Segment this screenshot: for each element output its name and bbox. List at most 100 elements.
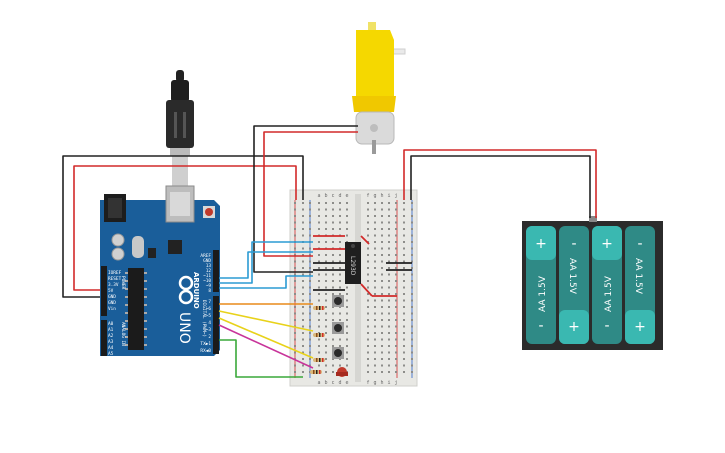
breadboard-hole bbox=[374, 319, 376, 321]
breadboard-hole bbox=[395, 286, 397, 289]
column-letter: a bbox=[317, 193, 320, 199]
digital-pin-label: 2 bbox=[208, 334, 211, 340]
breadboard-hole bbox=[381, 280, 383, 282]
breadboard-hole bbox=[294, 280, 296, 282]
battery-bottom-sign: - bbox=[538, 318, 543, 334]
breadboard-hole bbox=[403, 299, 405, 302]
breadboard-hole bbox=[294, 312, 296, 315]
breadboard-hole bbox=[367, 299, 369, 302]
digital-pin-label: RX◀0 bbox=[200, 348, 211, 354]
breadboard-hole bbox=[309, 358, 311, 360]
analog-pin-label: A5 bbox=[108, 351, 114, 357]
breadboard-hole bbox=[403, 241, 405, 243]
breadboard-hole bbox=[318, 267, 320, 269]
breadboard-hole bbox=[309, 273, 311, 276]
breadboard-hole bbox=[411, 267, 413, 269]
breadboard-hole bbox=[381, 247, 383, 250]
breadboard-hole bbox=[346, 345, 348, 347]
breadboard-hole bbox=[403, 325, 405, 328]
breadboard-hole bbox=[403, 208, 405, 211]
breadboard-hole bbox=[346, 325, 348, 328]
battery-top-sign: - bbox=[637, 236, 642, 252]
breadboard-hole bbox=[374, 241, 376, 243]
wire-yellow bbox=[218, 310, 314, 332]
breadboard-hole bbox=[332, 228, 334, 230]
push-button[interactable] bbox=[332, 322, 344, 334]
battery-top-sign: + bbox=[601, 236, 613, 252]
breadboard-hole bbox=[395, 228, 397, 230]
breadboard-hole bbox=[325, 208, 327, 211]
breadboard-hole bbox=[325, 202, 327, 204]
breadboard-hole bbox=[403, 280, 405, 282]
breadboard-hole bbox=[381, 234, 383, 237]
breadboard-hole bbox=[332, 319, 334, 321]
breadboard-hole bbox=[325, 332, 327, 334]
breadboard-hole bbox=[395, 364, 397, 367]
breadboard-hole bbox=[367, 228, 369, 230]
breadboard-hole bbox=[339, 215, 341, 217]
breadboard-hole bbox=[309, 254, 311, 256]
breadboard-hole bbox=[309, 345, 311, 347]
breadboard-hole bbox=[309, 234, 311, 237]
breadboard-hole bbox=[302, 280, 304, 282]
breadboard-hole bbox=[395, 312, 397, 315]
breadboard-hole bbox=[411, 260, 413, 263]
breadboard-hole bbox=[339, 202, 341, 204]
breadboard-hole bbox=[403, 293, 405, 295]
breadboard-hole bbox=[388, 364, 390, 367]
breadboard-hole bbox=[318, 364, 320, 367]
breadboard-hole bbox=[294, 254, 296, 256]
breadboard-hole bbox=[403, 286, 405, 289]
push-button[interactable] bbox=[332, 295, 344, 307]
breadboard-hole bbox=[381, 345, 383, 347]
breadboard-hole bbox=[411, 273, 413, 276]
breadboard-hole bbox=[294, 345, 296, 347]
breadboard-hole bbox=[388, 260, 390, 263]
breadboard-hole bbox=[411, 319, 413, 321]
breadboard-hole bbox=[302, 247, 304, 250]
breadboard-hole bbox=[381, 325, 383, 328]
breadboard-hole bbox=[411, 371, 413, 373]
column-letter: g bbox=[373, 380, 376, 386]
breadboard-hole bbox=[395, 273, 397, 276]
breadboard-hole bbox=[367, 364, 369, 367]
breadboard-hole bbox=[294, 371, 296, 373]
breadboard-hole bbox=[395, 306, 397, 308]
breadboard-hole bbox=[302, 260, 304, 263]
breadboard-hole bbox=[309, 260, 311, 263]
analog-pin-label: A1 bbox=[108, 327, 114, 333]
breadboard-hole bbox=[367, 234, 369, 237]
breadboard-hole bbox=[346, 332, 348, 334]
breadboard-hole bbox=[381, 364, 383, 367]
breadboard-hole bbox=[374, 299, 376, 302]
breadboard-hole bbox=[318, 299, 320, 302]
battery-bottom-sign: - bbox=[604, 318, 609, 334]
breadboard-hole bbox=[325, 221, 327, 224]
breadboard-hole bbox=[374, 260, 376, 263]
digital-pin-label: AREF bbox=[200, 253, 211, 259]
breadboard-hole bbox=[367, 371, 369, 373]
battery-pack: + AA 1.5V - - AA 1.5V + + AA 1.5V - - AA… bbox=[522, 216, 663, 350]
breadboard-hole bbox=[367, 306, 369, 308]
wire-red bbox=[73, 165, 297, 291]
breadboard-hole bbox=[403, 215, 405, 217]
breadboard-hole bbox=[309, 208, 311, 211]
breadboard-hole bbox=[294, 364, 296, 367]
breadboard-hole bbox=[339, 312, 341, 315]
push-button[interactable] bbox=[332, 347, 344, 359]
breadboard-hole bbox=[302, 286, 304, 289]
digital-pin-label: ~5 bbox=[206, 313, 212, 319]
breadboard-hole bbox=[388, 306, 390, 308]
breadboard-hole bbox=[403, 234, 405, 237]
breadboard-hole bbox=[302, 338, 304, 341]
breadboard-hole bbox=[388, 254, 390, 256]
breadboard-hole bbox=[403, 345, 405, 347]
breadboard-hole bbox=[367, 325, 369, 328]
breadboard-hole bbox=[302, 228, 304, 230]
breadboard-hole bbox=[294, 286, 296, 289]
breadboard-hole bbox=[381, 293, 383, 295]
breadboard-hole bbox=[411, 312, 413, 315]
breadboard-hole bbox=[411, 306, 413, 308]
breadboard-hole bbox=[395, 234, 397, 237]
breadboard-hole bbox=[332, 241, 334, 243]
